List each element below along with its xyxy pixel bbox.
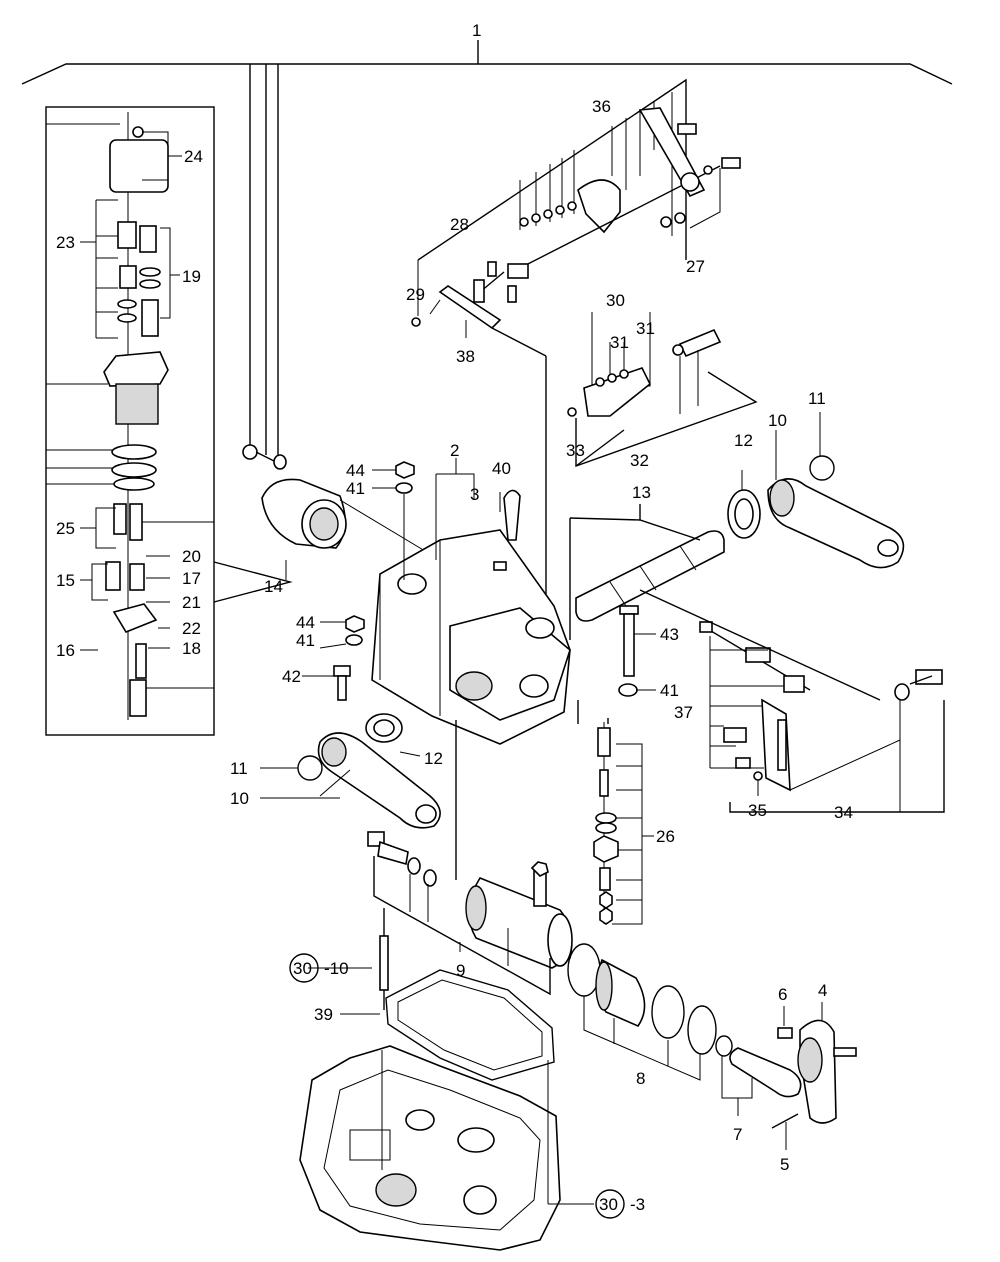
label-27: 27: [686, 257, 705, 276]
label-18: 18: [182, 639, 201, 658]
label-13: 13: [632, 483, 651, 502]
label-29: 29: [406, 285, 425, 304]
label-7: 7: [733, 1125, 742, 1144]
label-16: 16: [56, 641, 75, 660]
cover-14: [242, 444, 441, 580]
label-34: 34: [834, 803, 853, 822]
label-39: 39: [314, 1005, 333, 1024]
label-30: 30: [606, 291, 625, 310]
label-41-middle: 41: [296, 631, 315, 650]
label-11-lower: 11: [230, 759, 248, 778]
label-25: 25: [56, 519, 75, 538]
label-32: 32: [630, 451, 649, 470]
rod-linkage: [639, 589, 945, 813]
left-arm-assembly: [297, 713, 441, 829]
label-23: 23: [56, 233, 75, 252]
label-22: 22: [182, 619, 201, 638]
cylinder-assembly: [367, 831, 573, 1010]
label-12-lower: 12: [424, 749, 443, 768]
label-14: 14: [264, 577, 283, 596]
ref-circle-b: [595, 1189, 625, 1219]
valve-inset: [45, 106, 293, 736]
label-37: 37: [674, 703, 693, 722]
label-1: 1: [472, 21, 481, 40]
piston-rings: [567, 943, 717, 1081]
ref-a-suffix: -10: [324, 959, 349, 978]
label-10-lower: 10: [230, 789, 249, 808]
label-43: 43: [660, 625, 679, 644]
ref-a-number: 30: [293, 959, 312, 978]
ref-circle-a: [289, 953, 319, 983]
gasket: [385, 969, 555, 1081]
part-labels: 1 2 3 4 5 6 7 8 9 10 10 11 11 12 12 13 1…: [56, 21, 853, 1174]
main-housing: [371, 458, 609, 880]
label-24: 24: [184, 147, 203, 166]
label-38: 38: [456, 347, 475, 366]
label-4: 4: [818, 981, 827, 1000]
label-33: 33: [566, 441, 585, 460]
label-15: 15: [56, 571, 75, 590]
label-8: 8: [636, 1069, 645, 1088]
label-35: 35: [748, 801, 767, 820]
bracket-assembly: [567, 312, 758, 467]
assembly-bracket: [21, 40, 953, 462]
label-31-right: 31: [636, 319, 655, 338]
label-44-top: 44: [346, 461, 365, 480]
label-41-right: 41: [660, 681, 679, 700]
label-6: 6: [778, 985, 787, 1004]
label-36: 36: [592, 97, 611, 116]
label-20: 20: [182, 547, 201, 566]
label-12-upper: 12: [734, 431, 753, 450]
label-17: 17: [182, 569, 201, 588]
label-42: 42: [282, 667, 301, 686]
label-19: 19: [182, 267, 201, 286]
label-10-upper: 10: [768, 411, 787, 430]
leader-lines: [260, 469, 656, 1015]
valve-stack: [593, 722, 654, 925]
label-31-left: 31: [610, 333, 629, 352]
right-arm-assembly: [727, 412, 905, 569]
label-26: 26: [656, 827, 675, 846]
label-40: 40: [492, 459, 511, 478]
label-11-upper: 11: [808, 389, 826, 408]
label-41-top: 41: [346, 479, 365, 498]
linkage-assembly: [411, 78, 741, 640]
label-21: 21: [182, 593, 201, 612]
shaft: [569, 504, 725, 640]
ref-b-suffix: -3: [630, 1195, 645, 1214]
label-44-middle: 44: [296, 613, 315, 632]
reference-callouts: 30 -10 30 -3: [289, 953, 645, 1219]
lever-assembly: [715, 1002, 857, 1150]
label-28: 28: [450, 215, 469, 234]
transmission-case: [299, 1045, 594, 1251]
label-3: 3: [470, 485, 479, 504]
label-5: 5: [780, 1155, 789, 1174]
ref-b-number: 30: [599, 1195, 618, 1214]
label-9: 9: [456, 961, 465, 980]
label-2: 2: [450, 441, 459, 460]
